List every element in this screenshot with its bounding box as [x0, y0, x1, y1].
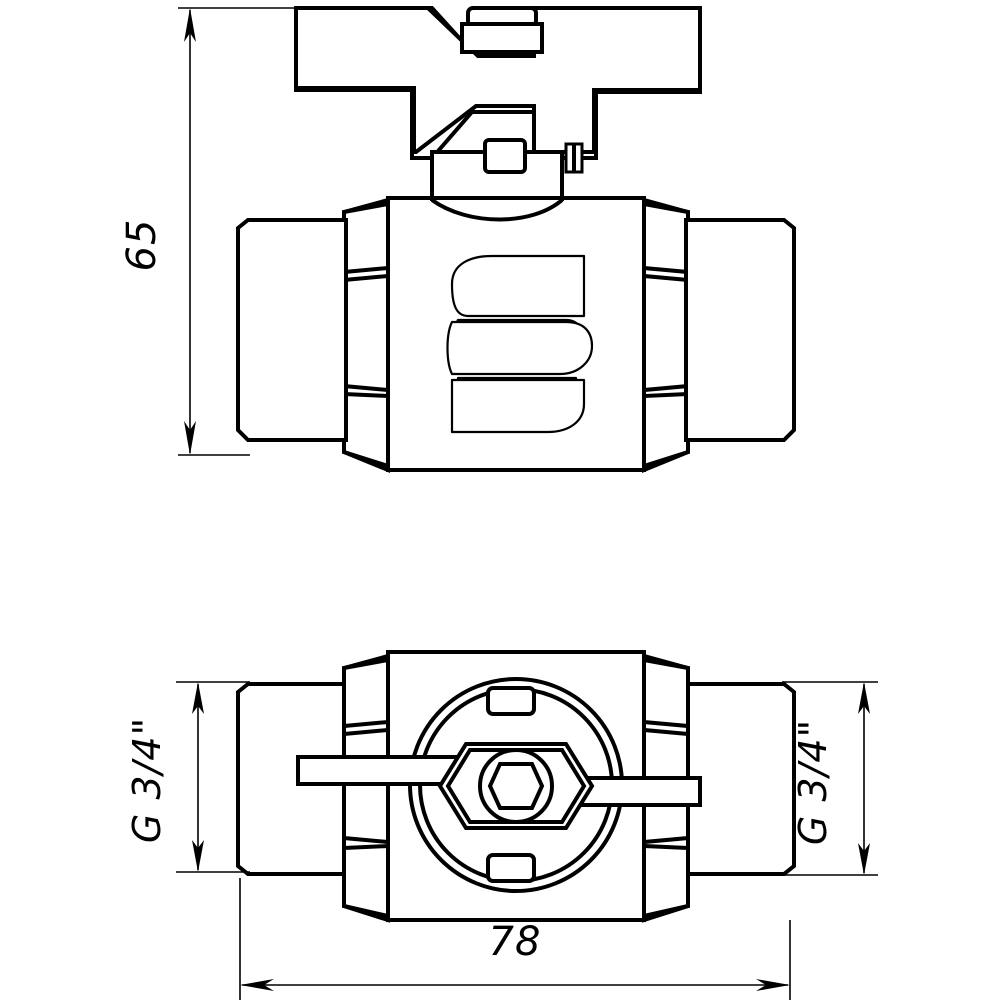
height-dimension-label: 65	[119, 219, 165, 272]
center-hex-nut	[437, 742, 595, 830]
right-port-top	[684, 682, 796, 876]
s-logo	[446, 254, 594, 434]
left-thread-dimension: G 3/4"	[125, 681, 250, 873]
right-hex-collar-front	[642, 197, 690, 473]
left-port-front	[236, 218, 348, 442]
left-hex-collar-top	[342, 653, 390, 923]
top-plan-view	[236, 650, 796, 923]
height-dimension: 65	[119, 7, 300, 456]
left-hex-collar-front	[342, 197, 390, 473]
left-thread-dimension-label: G 3/4"	[125, 717, 169, 843]
right-thread-dimension-label: G 3/4"	[791, 719, 835, 845]
right-thread-dimension: G 3/4"	[782, 681, 878, 876]
valve-stem-neck	[430, 138, 584, 202]
right-port-front	[684, 218, 796, 442]
front-elevation-view	[236, 6, 796, 473]
length-dimension-label: 78	[489, 919, 542, 965]
handle-center-nut	[460, 6, 544, 54]
length-dimension: 78	[239, 878, 791, 1000]
